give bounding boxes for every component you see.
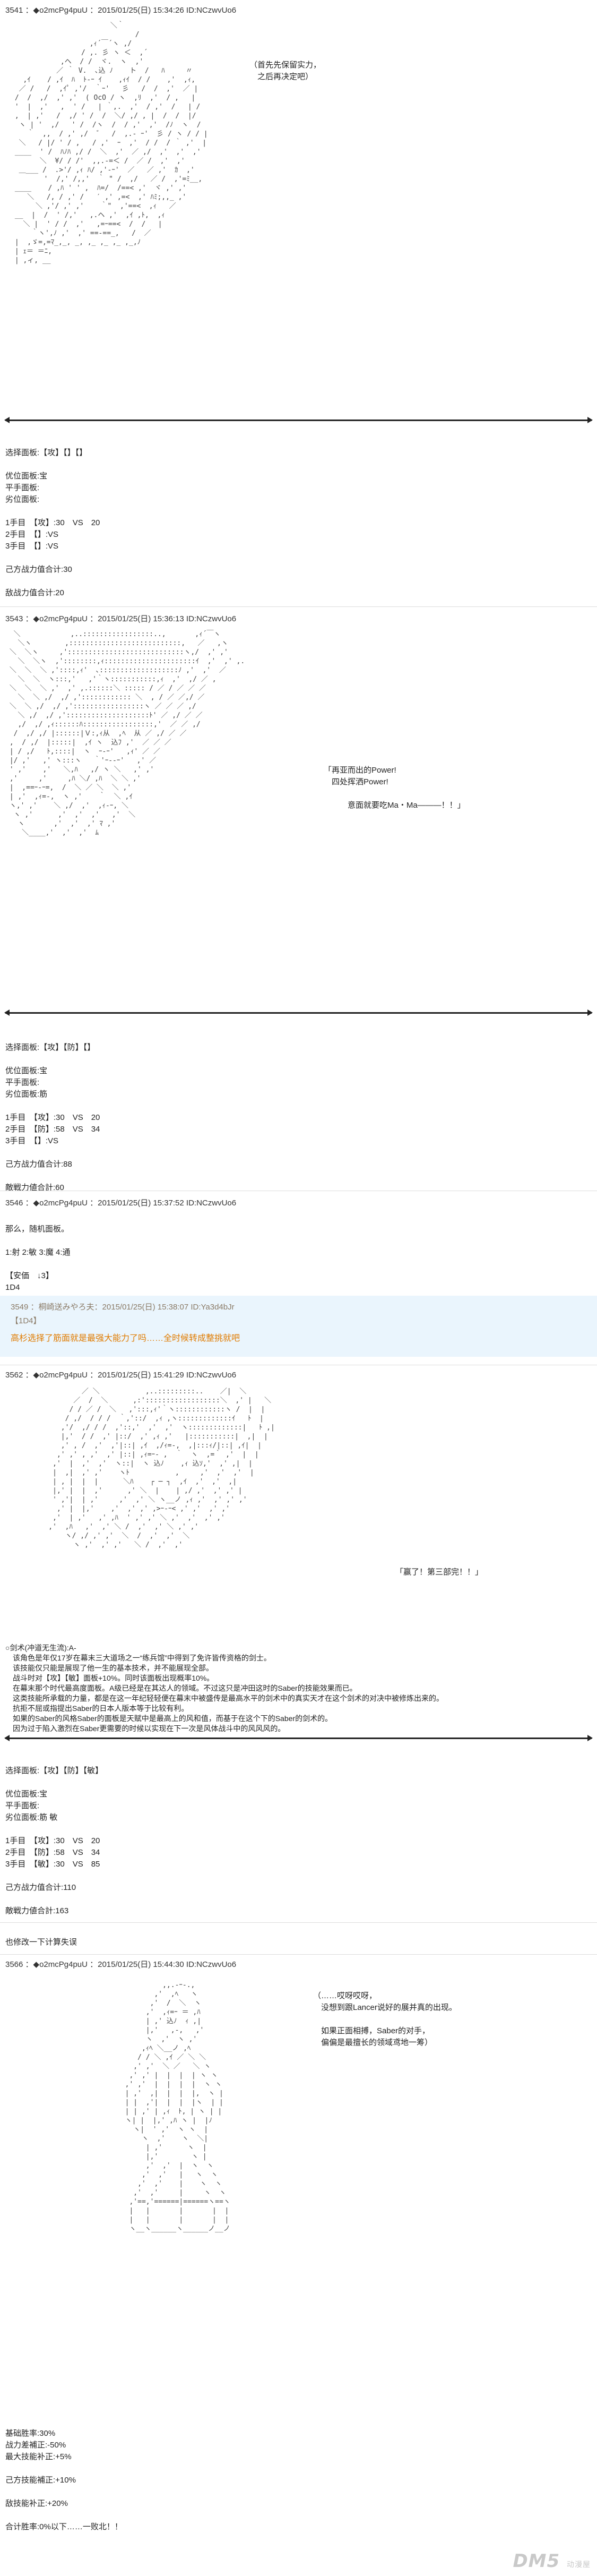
speech-text: （首先先保留实力， 之后再决定吧） xyxy=(249,61,322,81)
post-header: 3546 ：◆o2mcPg4puU ：2015/01/25(日) 15:37:5… xyxy=(5,1199,237,1208)
post-header: 3566 ：◆o2mcPg4puU ：2015/01/25(日) 15:44:3… xyxy=(5,1960,237,1969)
site-watermark: DM5 动漫屋 xyxy=(513,2551,591,2572)
post-body: 那么，随机面板。 1:射 2:敏 3:魔 4:通 【安価 ↓3】 1D4 xyxy=(5,1225,71,1292)
post-separator xyxy=(0,1922,597,1923)
post-header: 3562 ：◆o2mcPg4puU ：2015/01/25(日) 15:41:2… xyxy=(5,1371,237,1380)
quoted-reply: 3549 ：桐崎送みやろ夫：2015/01/25(日) 15:38:07 ID:… xyxy=(0,1296,597,1357)
post-header: 3541 ：◆o2mcPg4puU ：2015/01/25(日) 15:34:2… xyxy=(5,6,237,15)
stats-block: 选择面板:【攻】【防】【】 优位面板:宝 平手面板: 劣位面板:筋 1手目 【攻… xyxy=(5,1043,100,1192)
speech-text: （……哎呀哎呀， 没想到跟Lancer说好的展并真的出现。 如果正面相搏，Sab… xyxy=(313,1991,457,2047)
ascii-art-character: ／ ＼ ,..:::::::::.. ／| ＼ ／ / ＼ ,:':::::::… xyxy=(48,1388,275,1549)
ascii-art-character: ＼｀ / ,ｨ´￣´ヽ ,/ / ,. 彡 ヽ ＜ ,´ ,ヘ / / ヾ. ヽ… xyxy=(14,22,208,264)
skill-description: ○剑术(冲道无生流):A- 该角色是年仅17岁在幕末三大道场之一“练兵馆”中得到… xyxy=(5,1644,444,1733)
stats-block: 选择面板:【攻】【】【】 优位面板:宝 平手面板: 劣位面板: 1手目 【攻】:… xyxy=(5,448,100,597)
ascii-art-character: ,,.-ｰ-., ,' ,ﾍ ヽ ,' / ＼ ヽ ,' ,ｨ=ｰ ＝ ,ﾊ |… xyxy=(125,1981,230,2233)
quote-text: 高杉选择了筋面就是最强大能力了吗……全时候转成整挑就吧 xyxy=(11,1334,240,1343)
speech-text: 「再亚而出的Power! 四处挥洒Power! 意面就要吃Ma・Ma―――！！」 xyxy=(324,766,465,810)
pre-note: 也修改一下计算失误 xyxy=(5,1938,77,1947)
ascii-art-character: ＼ ,..:::::::::::::::::.., ,ｨ´￣ヽ ＼ヽ ,::::… xyxy=(9,630,245,837)
speech-text: 「赢了！第三部完！！」 xyxy=(395,1568,483,1577)
divider-arrow xyxy=(4,1735,593,1741)
divider-arrow xyxy=(4,1009,593,1016)
stats-block: 基础胜率:30% 战力差補正:-50% 最大技能补正:+5% 己方技能補正:+1… xyxy=(5,2429,123,2531)
stats-block: 选择面板:【攻】【防】【敏】 优位面板:宝 平手面板: 劣位面板:筋 敏 1手目… xyxy=(5,1766,103,1915)
post-separator xyxy=(0,1954,597,1955)
quote-header: 3549 ：桐崎送みやろ夫：2015/01/25(日) 15:38:07 ID:… xyxy=(11,1303,235,1312)
divider-arrow xyxy=(4,417,593,423)
quote-roll: 【1D4】 xyxy=(11,1316,41,1325)
post-separator xyxy=(0,606,597,607)
post-header: 3543 ：◆o2mcPg4puU ：2015/01/25(日) 15:36:1… xyxy=(5,614,237,623)
